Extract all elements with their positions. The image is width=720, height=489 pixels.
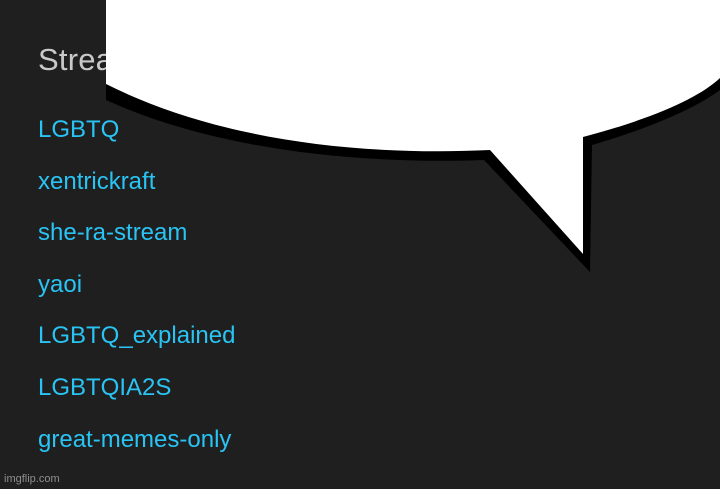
stream-link-lgbtq-explained[interactable]: LGBTQ_explained (38, 322, 236, 350)
streams-heading: Strea (38, 42, 114, 77)
stream-link-xentrickraft[interactable]: xentrickraft (38, 167, 156, 195)
stream-link-lgbtq[interactable]: LGBTQ (38, 116, 120, 143)
stream-link-great-memes-only[interactable]: great-memes-only (38, 425, 232, 453)
stream-link-yaoi[interactable]: yaoi (38, 270, 83, 298)
stream-link-she-ra-stream[interactable]: she-ra-stream (38, 219, 188, 247)
imgflip-watermark: imgflip.com (4, 473, 60, 485)
stream-list: LGBTQ xentrickraft she-ra-stream yaoi LG… (38, 104, 235, 465)
stream-link-lgbtqia2s[interactable]: LGBTQIA2S (38, 373, 172, 401)
